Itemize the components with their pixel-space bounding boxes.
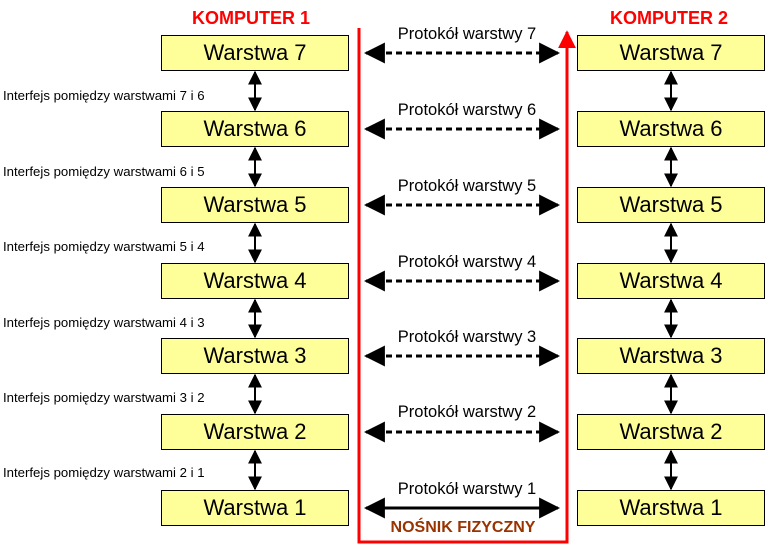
protocol-label-5: Protokół warstwy 5 [397,177,537,195]
interface-label-6-5: Interfejs pomiędzy warstwami 6 i 5 [3,164,205,179]
protocol-label-4: Protokół warstwy 4 [397,253,537,271]
interface-label-7-6: Interfejs pomiędzy warstwami 7 i 6 [3,88,205,103]
protocol-label-6: Protokół warstwy 6 [397,101,537,119]
right-layer-1: Warstwa 1 [577,490,765,526]
right-layer-7: Warstwa 7 [577,35,765,71]
interface-label-3-2: Interfejs pomiędzy warstwami 3 i 2 [3,390,205,405]
physical-medium-line [357,28,576,544]
right-layer-6: Warstwa 6 [577,111,765,147]
right-layer-3: Warstwa 3 [577,338,765,374]
right-layer-2: Warstwa 2 [577,414,765,450]
left-layer-3: Warstwa 3 [161,338,349,374]
physical-medium-label: NOŚNIK FIZYCZNY [390,519,536,536]
right-layer-5: Warstwa 5 [577,187,765,223]
protocol-label-3: Protokół warstwy 3 [397,328,537,346]
protocol-label-2: Protokół warstwy 2 [397,403,537,421]
interface-label-5-4: Interfejs pomiędzy warstwami 5 i 4 [3,239,205,254]
left-layer-6: Warstwa 6 [161,111,349,147]
left-layer-4: Warstwa 4 [161,263,349,299]
computer-2-title: KOMPUTER 2 [609,8,728,28]
protocol-label-1: Protokół warstwy 1 [397,480,537,498]
left-layer-2: Warstwa 2 [161,414,349,450]
left-layer-5: Warstwa 5 [161,187,349,223]
interface-label-4-3: Interfejs pomiędzy warstwami 4 i 3 [3,315,205,330]
left-layer-7: Warstwa 7 [161,35,349,71]
interface-label-2-1: Interfejs pomiędzy warstwami 2 i 1 [3,465,205,480]
protocol-label-7: Protokół warstwy 7 [397,25,537,43]
computer-1-title: KOMPUTER 1 [191,8,310,28]
left-layer-1: Warstwa 1 [161,490,349,526]
right-layer-4: Warstwa 4 [577,263,765,299]
